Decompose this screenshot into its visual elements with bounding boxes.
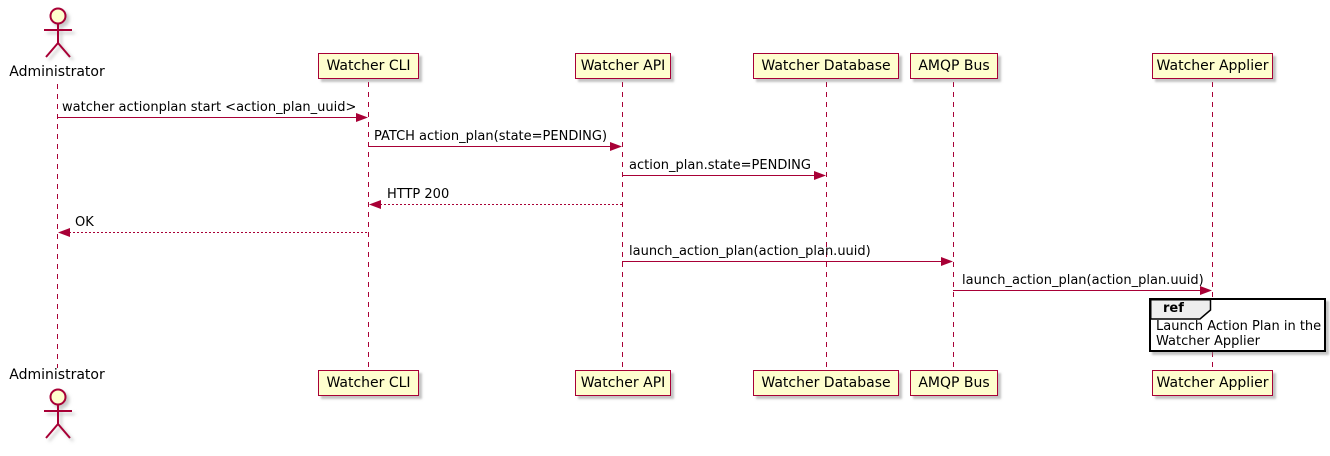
actor-label-administrator-top: Administrator [9, 64, 105, 80]
actor-icon [44, 7, 72, 58]
participant-watcher-applier-bottom: Watcher Applier [1152, 370, 1273, 396]
participant-watcher-database-bottom: Watcher Database [753, 370, 899, 396]
message-label-3: action_plan.state=PENDING [629, 158, 811, 173]
participant-watcher-api-top: Watcher API [575, 53, 671, 79]
ref-text-line: Launch Action Plan in the [1156, 319, 1322, 334]
participant-watcher-database-top: Watcher Database [753, 53, 899, 79]
participant-amqp-bus-bottom: AMQP Bus [910, 370, 998, 396]
message-label-6: launch_action_plan(action_plan.uuid) [629, 244, 871, 259]
arrowhead-left-icon [58, 228, 70, 237]
arrowhead-right-icon [610, 142, 622, 151]
message-label-1: watcher actionplan start <action_plan_uu… [62, 100, 357, 115]
actor-label-administrator-bottom: Administrator [9, 367, 105, 383]
message-label-2: PATCH action_plan(state=PENDING) [374, 129, 608, 144]
ref-text: Launch Action Plan in the Watcher Applie… [1156, 319, 1321, 349]
arrowhead-right-icon [814, 171, 826, 180]
ref-fragment: ref Launch Action Plan in the Watcher Ap… [1149, 298, 1326, 352]
message-label-5: OK [75, 215, 94, 230]
arrowhead-left-icon [369, 200, 381, 209]
participant-watcher-cli-top: Watcher CLI [318, 53, 419, 79]
participant-watcher-api-bottom: Watcher API [575, 370, 671, 396]
ref-text-line: Watcher Applier [1156, 334, 1260, 349]
actor-icon [44, 388, 72, 439]
ref-keyword: ref [1163, 301, 1184, 316]
arrowhead-right-icon [1200, 286, 1212, 295]
arrowhead-right-icon [356, 113, 368, 122]
arrowhead-right-icon [941, 257, 953, 266]
ref-tab-icon [1150, 299, 1212, 320]
participant-watcher-cli-bottom: Watcher CLI [318, 370, 419, 396]
message-label-7: launch_action_plan(action_plan.uuid) [962, 273, 1204, 288]
message-label-4: HTTP 200 [387, 187, 450, 202]
participant-watcher-applier-top: Watcher Applier [1152, 53, 1273, 79]
participant-amqp-bus-top: AMQP Bus [910, 53, 998, 79]
